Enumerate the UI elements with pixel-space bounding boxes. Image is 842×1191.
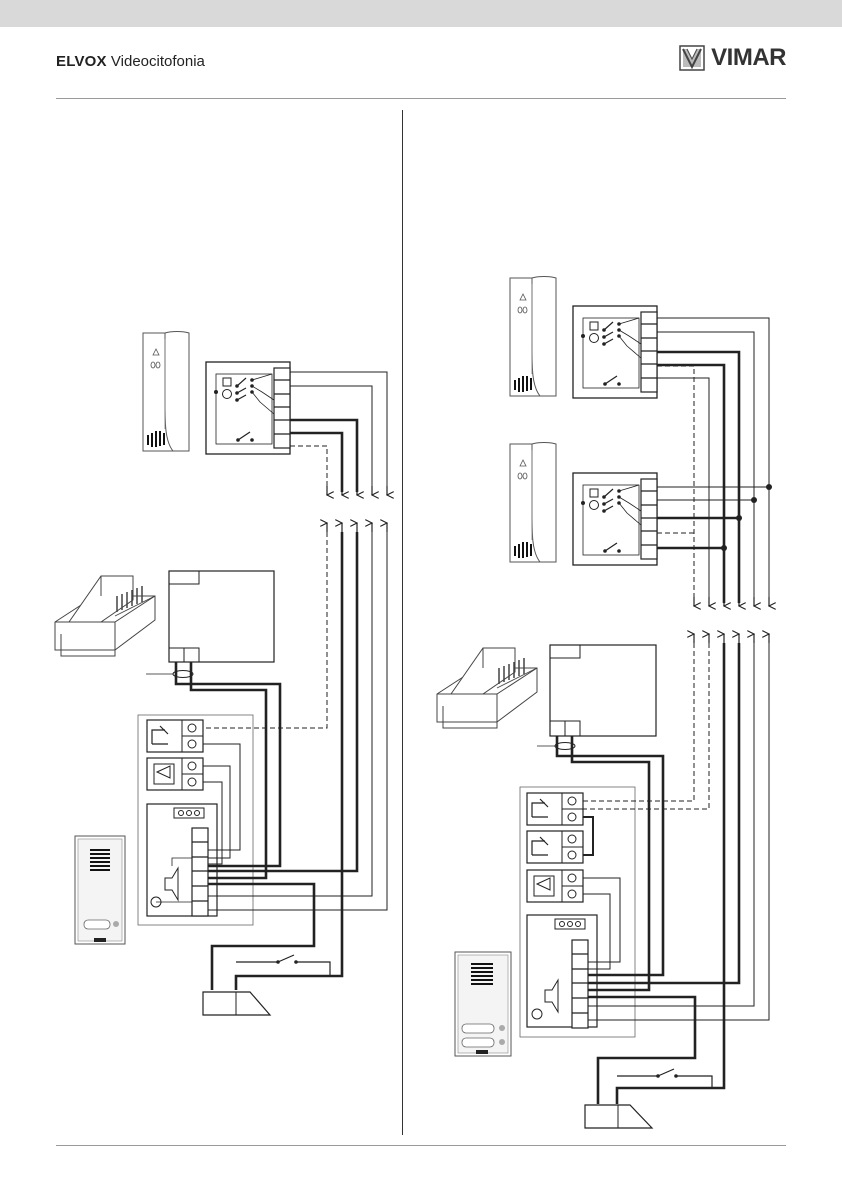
- lock-switch-left: [236, 955, 330, 976]
- interphone-box-right-2: [573, 473, 657, 565]
- power-supply-box-right: [537, 645, 656, 750]
- power-supply-right: [437, 648, 537, 728]
- door-panel-left: [75, 836, 125, 944]
- left-diagram: [55, 332, 387, 1016]
- door-lock-right: [585, 1105, 652, 1128]
- handset-right-2: [510, 443, 556, 563]
- power-supply-box-left: [146, 571, 274, 678]
- lock-switch-right: [617, 1069, 712, 1088]
- arrows-up-right: [694, 634, 769, 643]
- arrows-down-left: [327, 486, 387, 495]
- power-supply-left: [55, 576, 155, 656]
- arrows-up-left: [327, 523, 387, 532]
- arrows-down-right: [694, 597, 769, 606]
- door-unit-right: [520, 787, 635, 1037]
- handset-right-1: [510, 277, 556, 397]
- right-diagram: [437, 277, 772, 1129]
- interphone-box-right-1: [573, 306, 657, 398]
- door-panel-right: [455, 952, 511, 1056]
- door-unit-left: [138, 715, 253, 925]
- interphone-box-left: [206, 362, 290, 454]
- door-lock-left: [203, 992, 270, 1015]
- handset-left: [143, 332, 189, 452]
